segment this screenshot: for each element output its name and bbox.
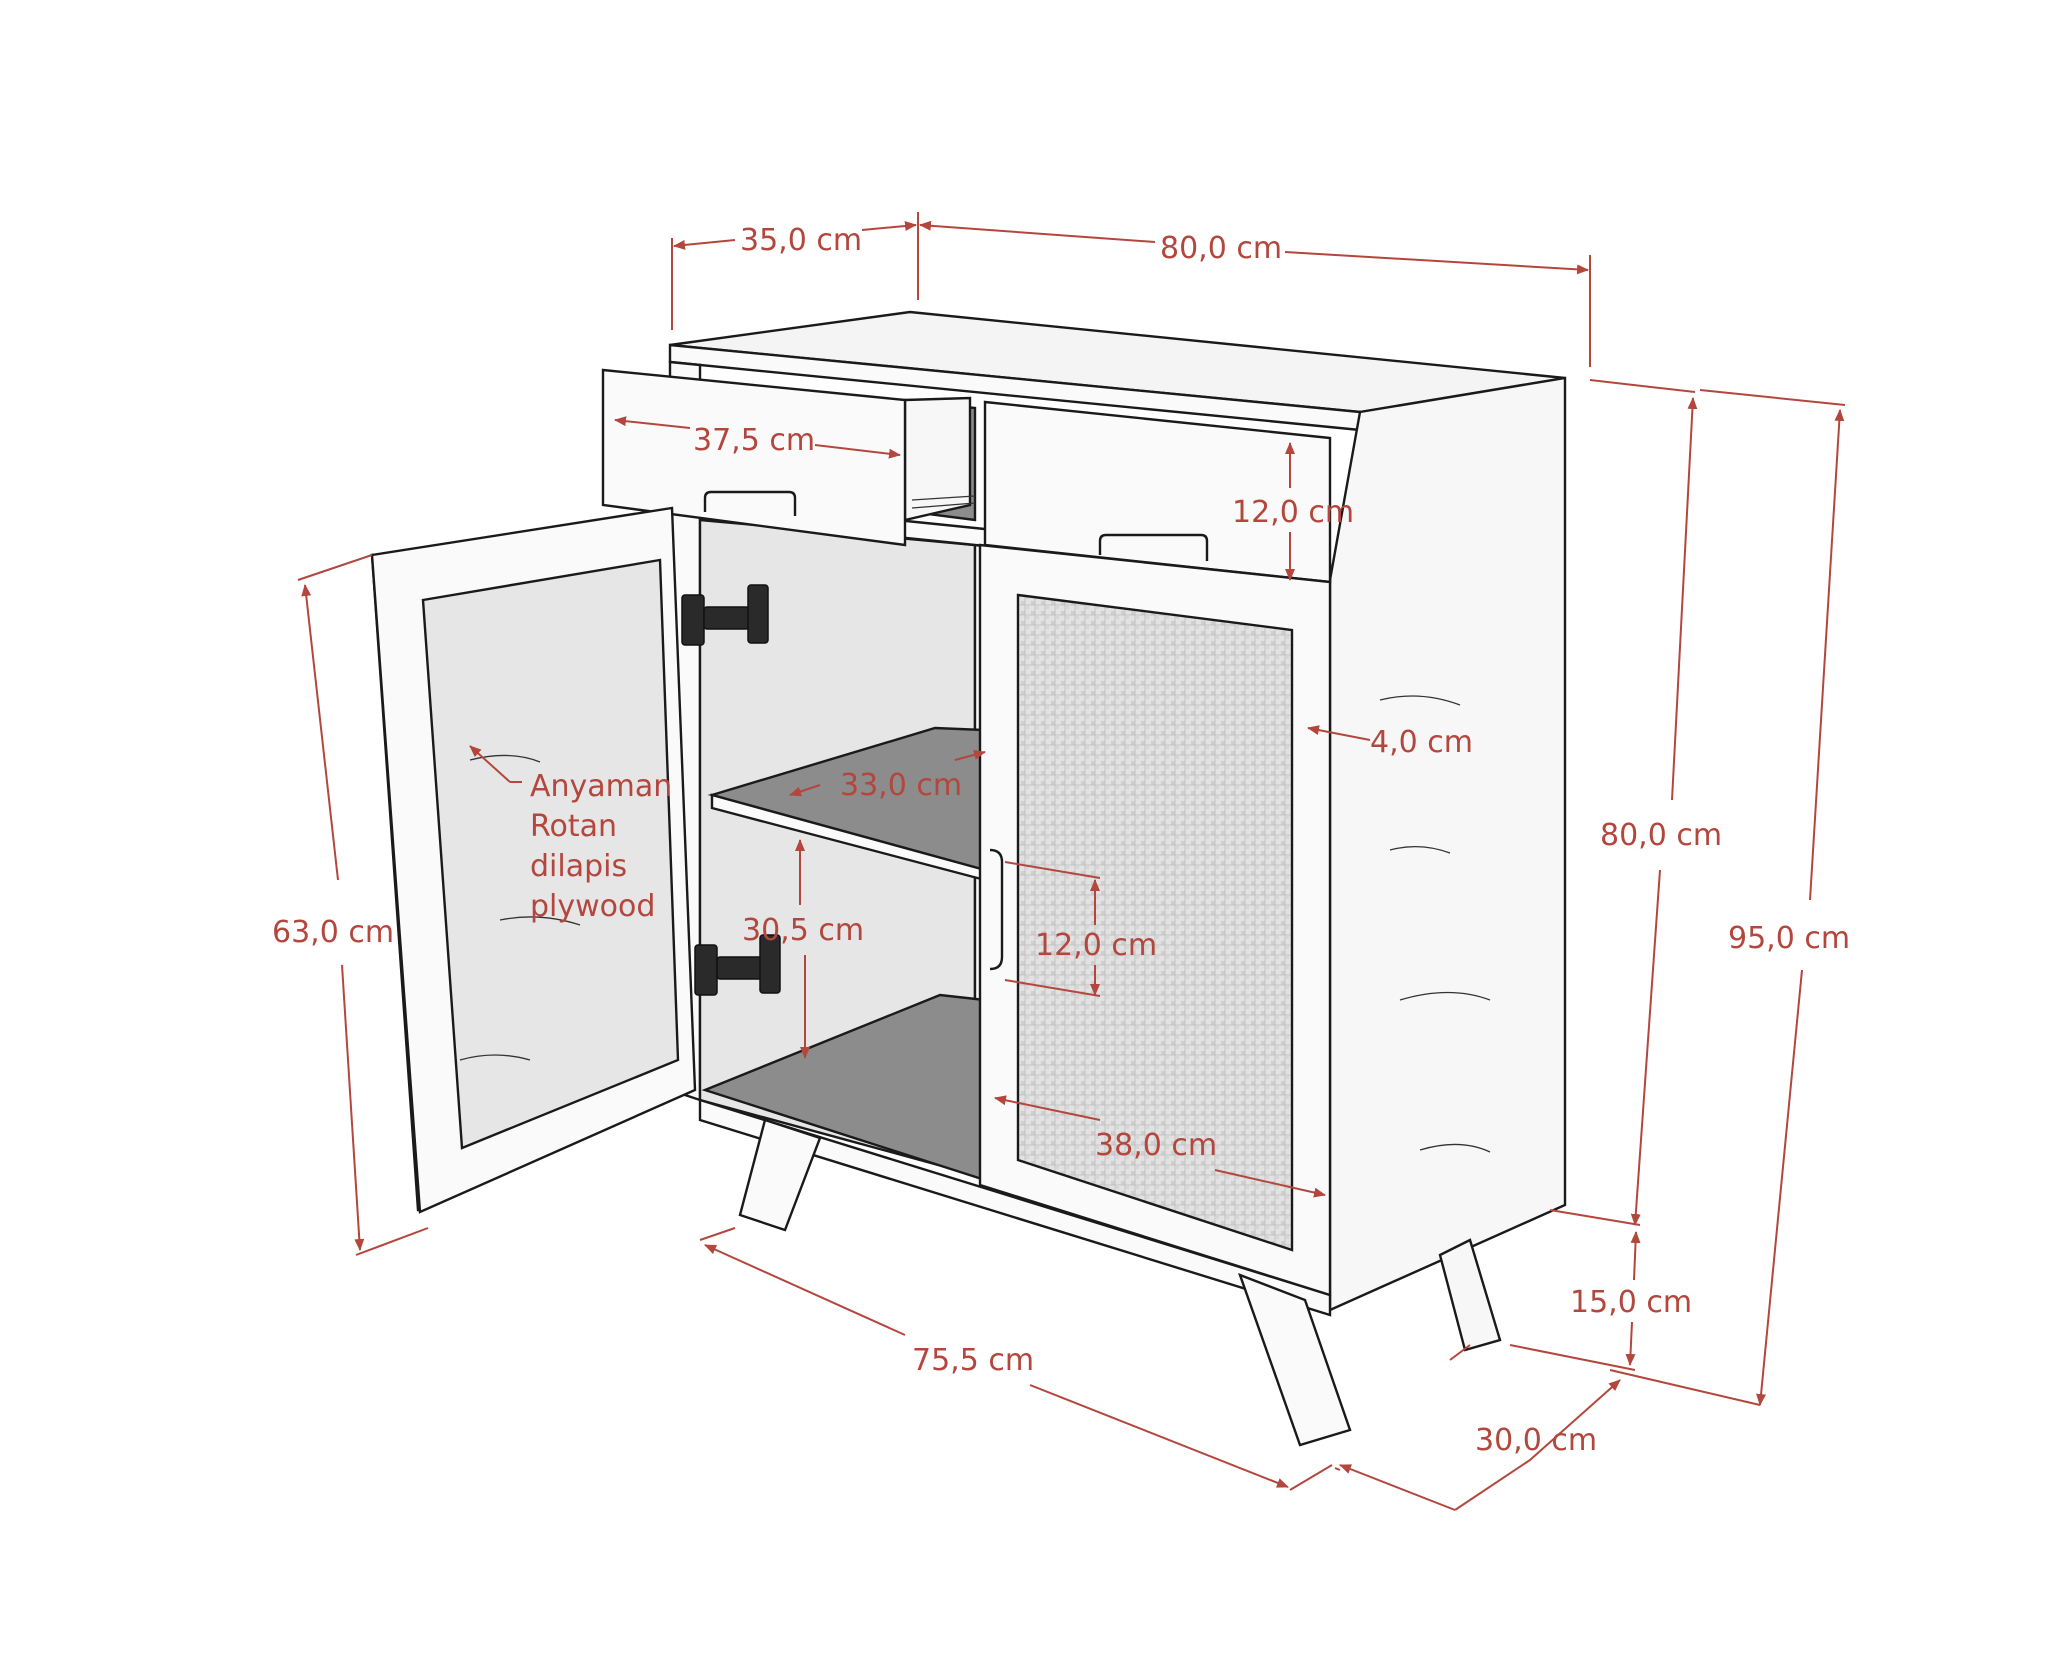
dim-base-width-label: 75,5 cm — [912, 1343, 1034, 1378]
right-drawer-handle-icon — [1098, 533, 1209, 561]
dim-top-depth-ext — [671, 212, 919, 330]
hinge-top-plate-right — [747, 584, 769, 644]
dim-base-width-a — [704, 1244, 906, 1336]
dim-door-height-ext — [297, 554, 429, 1256]
left-drawer-side — [903, 396, 972, 522]
dim-base-depth-b — [1454, 1380, 1620, 1511]
dim-top-depth-a — [673, 239, 736, 250]
left-drawer-front — [601, 368, 907, 547]
hinge-top-plate-left — [681, 594, 705, 646]
dim-base-depth-label: 30,0 cm — [1475, 1423, 1597, 1458]
cabinet-right-side — [1328, 376, 1567, 1312]
hinge-top — [681, 584, 769, 646]
dim-drawer-width-a — [614, 416, 691, 429]
left-drawer-rail-lines — [911, 495, 976, 509]
dim-body-height-b — [1630, 869, 1661, 1226]
dim-shelf-depth-label: 33,0 cm — [840, 768, 962, 803]
dim-top-depth-label: 35,0 cm — [740, 223, 862, 258]
rattan-annotation: Anyaman Rotan dilapis plywood — [469, 745, 672, 924]
annotation-line-1: Anyaman — [530, 769, 672, 804]
dim-door-width-b — [1214, 1169, 1326, 1198]
dim-shelf-depth-b — [954, 750, 986, 761]
dim-leg-height-a — [1630, 1231, 1641, 1281]
dim-drawer-width-label: 37,5 cm — [693, 423, 815, 458]
leg-front-right — [1238, 1272, 1352, 1447]
dim-door-height-a — [301, 584, 339, 881]
dim-body-height-a — [1671, 397, 1698, 801]
left-door-panel — [421, 558, 680, 1150]
dim-base-depth-ext — [1334, 1344, 1471, 1471]
dim-leg-height-ext — [1509, 1344, 1636, 1371]
hinge-top-arm — [703, 606, 750, 630]
dim-leg-height-label: 15,0 cm — [1570, 1285, 1692, 1320]
annotation-line-2: Rotan — [530, 809, 617, 844]
dim-total-height-ext — [1609, 389, 1846, 1406]
dim-door-width-a — [994, 1095, 1101, 1121]
right-door — [978, 543, 1332, 1297]
annotation-line-3: dilapis — [530, 849, 627, 884]
dim-base-width-b — [1029, 1384, 1289, 1488]
dimension-lines: 35,0 cm 80,0 cm 37,5 cm 12,0 cm 4,0 cm 3… — [272, 212, 1850, 1511]
hinge-bottom-plate-right — [759, 934, 781, 994]
dim-body-height-label: 80,0 cm — [1600, 818, 1722, 853]
side-grain — [1379, 695, 1491, 1153]
hinge-bottom — [694, 934, 781, 996]
dim-top-depth-b — [861, 221, 917, 231]
hinge-bottom-plate-left — [694, 944, 718, 996]
dim-handle-cut-ext — [1004, 861, 1101, 997]
hinge-bottom-arm — [716, 956, 763, 980]
dim-leg-height-b — [1625, 1321, 1636, 1366]
dim-door-width-label: 38,0 cm — [1095, 1128, 1217, 1163]
legs — [738, 1118, 1502, 1447]
dim-total-height-b — [1756, 969, 1803, 1406]
dim-drawer-height-label: 12,0 cm — [1232, 495, 1354, 530]
left-drawer-handle-icon — [703, 490, 797, 516]
dim-shelf-depth-a — [789, 784, 821, 797]
left-drawer — [601, 368, 976, 547]
dim-body-height-ext — [1549, 379, 1696, 1226]
dim-base-depth-a — [1339, 1464, 1456, 1511]
dim-shelf-spacing-label: 30,5 cm — [742, 913, 864, 948]
left-door — [370, 506, 697, 1214]
right-door-rattan-panel — [1016, 593, 1294, 1252]
dim-handle-cut-label: 12,0 cm — [1035, 928, 1157, 963]
dim-door-height-label: 63,0 cm — [272, 915, 394, 950]
annotation-arrow-icon — [469, 745, 511, 783]
dim-top-width-label: 80,0 cm — [1160, 231, 1282, 266]
dim-top-width-b — [1284, 251, 1589, 275]
dim-top-width-a — [919, 220, 1156, 243]
dim-total-height-label: 95,0 cm — [1728, 921, 1850, 956]
right-door-handle-cut — [989, 848, 1004, 971]
dim-side-gap-line — [1307, 725, 1371, 741]
annotation-line-4: plywood — [530, 889, 655, 924]
dim-side-gap-label: 4,0 cm — [1370, 725, 1473, 760]
dim-door-height-b — [341, 964, 365, 1251]
dim-base-width-ext — [699, 1227, 1333, 1491]
left-door-grain — [459, 754, 581, 1061]
dim-drawer-width-b — [814, 444, 901, 459]
leg-front-left — [738, 1118, 822, 1232]
dim-total-height-a — [1809, 409, 1845, 901]
leg-back-right — [1438, 1238, 1502, 1352]
